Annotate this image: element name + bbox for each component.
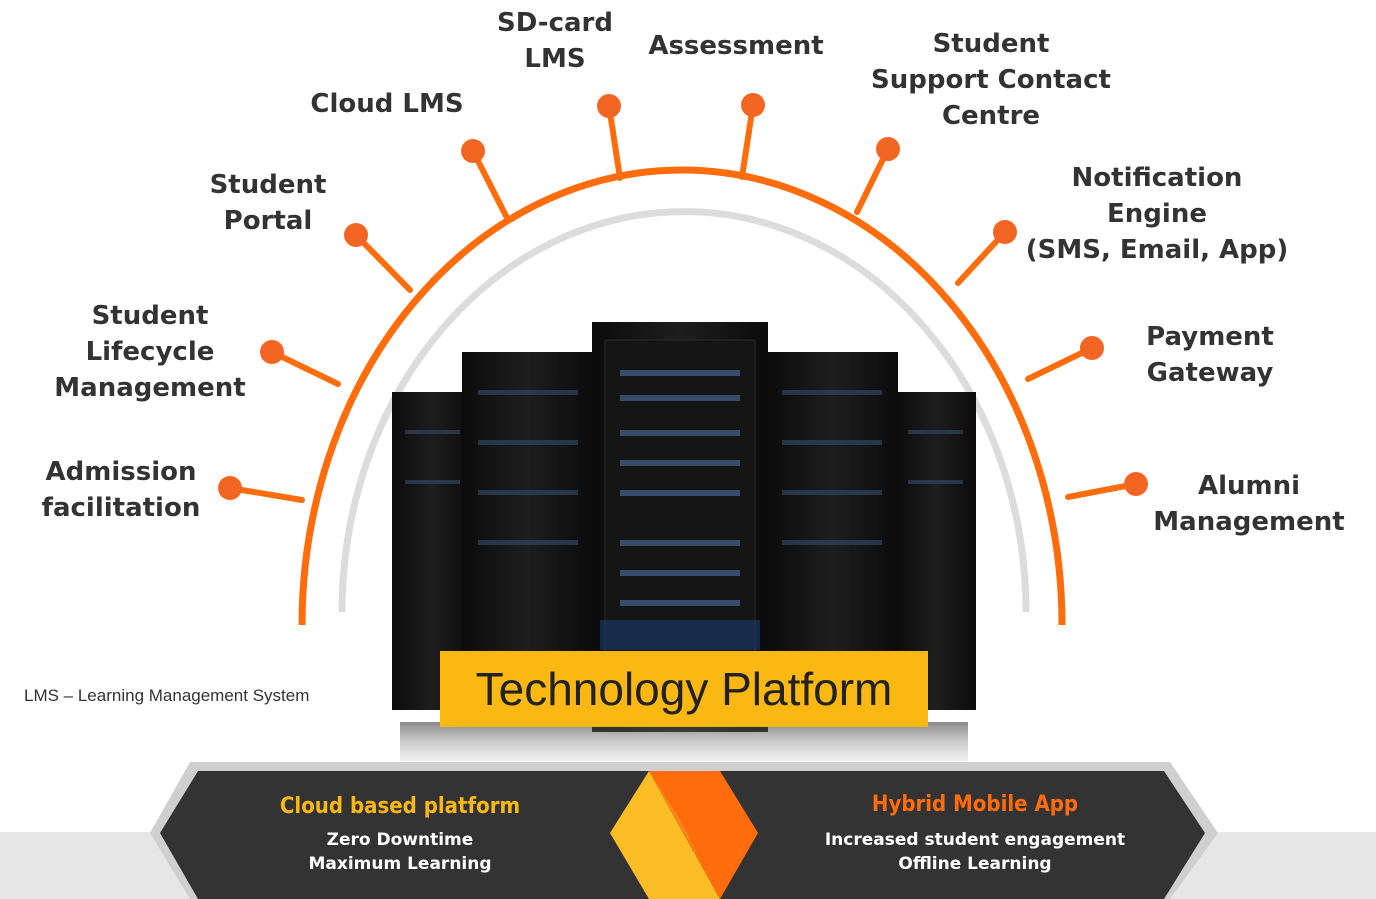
node-dot-payment bbox=[1080, 336, 1104, 360]
node-label-line: Portal bbox=[223, 206, 313, 236]
node-dot-cloud-lms bbox=[461, 139, 485, 163]
node-connectors bbox=[218, 93, 1148, 503]
node-dot-alumni bbox=[1124, 472, 1148, 496]
node-dot-sd-card bbox=[597, 94, 621, 118]
inner-arc bbox=[338, 208, 1030, 613]
connector-sd-card bbox=[606, 103, 623, 181]
node-label-cloud-lms: Cloud LMS bbox=[310, 86, 463, 122]
feature-left: Cloud based platform Zero Downtime Maxim… bbox=[255, 792, 545, 876]
connector-lifecycle bbox=[269, 349, 341, 387]
node-label-line: Centre bbox=[941, 101, 1041, 131]
node-label-line: LMS bbox=[524, 44, 586, 74]
node-label-line: Cloud LMS bbox=[310, 89, 464, 119]
feature-left-title: Cloud based platform bbox=[279, 794, 521, 819]
footnote: LMS – Learning Management System bbox=[24, 686, 310, 705]
node-label-admission: Admission facilitation bbox=[42, 454, 201, 526]
feature-right-line: Increased student engagement bbox=[824, 830, 1126, 850]
feature-right-title: Hybrid Mobile App bbox=[871, 792, 1079, 817]
node-dot-support bbox=[876, 137, 900, 161]
node-label-portal: Student Portal bbox=[210, 167, 327, 239]
node-dot-portal bbox=[344, 223, 368, 247]
node-dot-assessment bbox=[741, 93, 765, 117]
diamond-left-yellow bbox=[610, 771, 720, 899]
feature-left-line: Zero Downtime bbox=[326, 830, 474, 850]
node-label-line: Admission bbox=[45, 457, 197, 487]
node-label-notification: Notification Engine (SMS, Email, App) bbox=[1026, 160, 1289, 268]
node-dot-admission bbox=[218, 476, 242, 500]
node-label-line: Notification bbox=[1071, 163, 1243, 193]
feature-right: Hybrid Mobile App Increased student enga… bbox=[810, 790, 1140, 876]
node-label-line: Engine bbox=[1107, 199, 1207, 229]
node-label-support: Student Support Contact Centre bbox=[871, 26, 1111, 134]
node-label-line: Student bbox=[932, 29, 1050, 59]
node-label-line: Student bbox=[209, 170, 327, 200]
feature-left-line: Maximum Learning bbox=[308, 854, 492, 874]
node-label-lifecycle: Student Lifecycle Management bbox=[54, 298, 245, 406]
platform-title: Technology Platform bbox=[440, 651, 928, 727]
connector-cloud-lms bbox=[470, 148, 509, 219]
node-label-line: Lifecycle bbox=[85, 337, 215, 367]
node-label-line: Payment bbox=[1146, 322, 1274, 352]
node-label-alumni: Alumni Management bbox=[1153, 468, 1344, 540]
node-label-line: Gateway bbox=[1146, 358, 1274, 388]
node-label-line: Assessment bbox=[648, 31, 824, 61]
feature-right-line: Offline Learning bbox=[898, 854, 1052, 874]
outer-arc bbox=[298, 166, 1066, 626]
node-label-payment: Payment Gateway bbox=[1146, 319, 1274, 391]
node-label-line: Support Contact bbox=[871, 65, 1111, 95]
diamond-right-orange bbox=[649, 771, 758, 899]
node-label-line: Alumni bbox=[1197, 471, 1301, 501]
node-label-sd-card: SD-card LMS bbox=[497, 5, 613, 77]
connector-portal bbox=[353, 232, 413, 293]
connector-admission bbox=[227, 485, 305, 503]
node-dot-notification bbox=[993, 220, 1017, 244]
node-label-line: facilitation bbox=[41, 493, 201, 523]
node-label-line: Student bbox=[91, 301, 209, 331]
node-label-line: Management bbox=[1153, 507, 1345, 537]
node-dot-lifecycle bbox=[260, 340, 284, 364]
node-label-line: SD-card bbox=[497, 8, 613, 38]
connector-assessment bbox=[739, 102, 756, 180]
node-label-assessment: Assessment bbox=[648, 28, 823, 64]
node-label-line: (SMS, Email, App) bbox=[1025, 235, 1289, 265]
node-label-line: Management bbox=[54, 373, 246, 403]
